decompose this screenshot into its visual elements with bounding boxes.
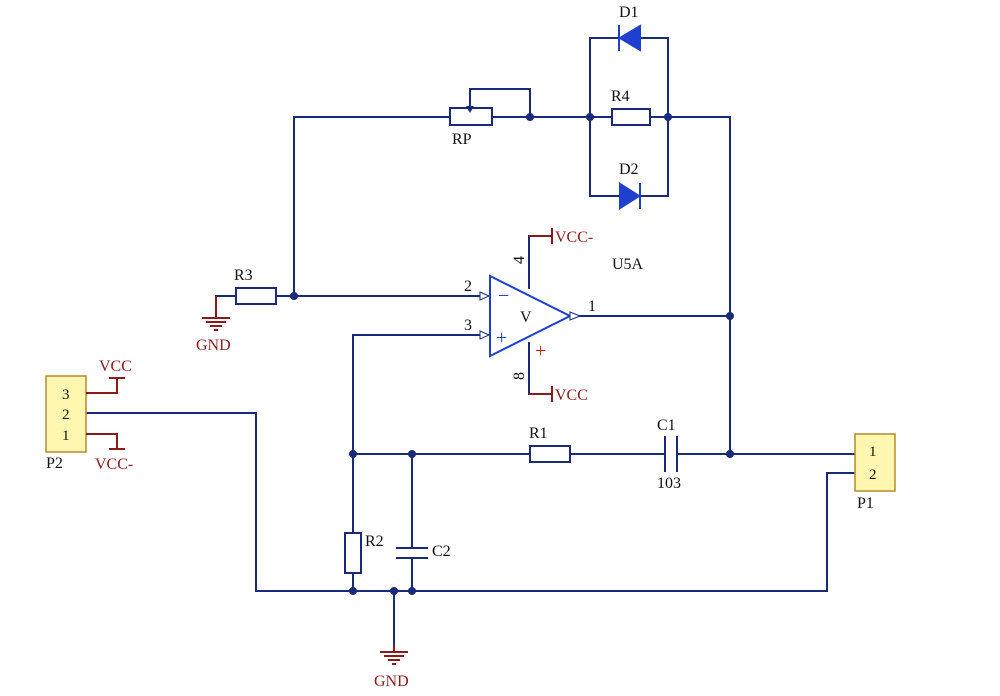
p2-label: P2 xyxy=(46,455,63,472)
power-opamp-top: VCC- xyxy=(529,228,593,246)
r2-label: R2 xyxy=(365,533,384,550)
d2-label: D2 xyxy=(619,161,639,178)
resistor-r2: R2 xyxy=(344,532,384,574)
pin1-label: 1 xyxy=(588,298,596,315)
p2-pin-2: 2 xyxy=(62,407,70,423)
r1-body xyxy=(529,445,571,463)
wire-pin3 xyxy=(352,334,481,455)
r3-body xyxy=(235,287,277,305)
c1-label: C1 xyxy=(657,417,676,434)
junction xyxy=(408,450,416,458)
diode-d2: D2 xyxy=(619,161,641,210)
resistor-rp: RP xyxy=(449,106,493,148)
r1-label: R1 xyxy=(529,425,548,442)
power-opamp-bottom: VCC xyxy=(529,386,588,404)
gnd-bottom: GND xyxy=(374,645,409,690)
opamp-vcc-label: VCC xyxy=(555,387,588,404)
r2-body xyxy=(344,532,362,574)
wire-rp-wiper xyxy=(469,88,531,118)
diode-d1: D1 xyxy=(618,4,641,52)
c2-label: C2 xyxy=(432,543,451,560)
junction xyxy=(290,292,298,300)
p1-label: P1 xyxy=(857,495,874,512)
p1-pin-1: 1 xyxy=(869,444,877,460)
opamp-u5a: − + V + 2 3 1 4 8 U5A xyxy=(464,235,644,395)
opamp-inner-label: V xyxy=(520,309,532,326)
pin3-label: 3 xyxy=(464,317,472,334)
junction xyxy=(408,587,416,595)
d2-icon xyxy=(619,182,641,210)
connector-p1: 1 2 P1 xyxy=(854,433,896,512)
c1-value: 103 xyxy=(657,475,681,492)
resistor-r1: R1 xyxy=(529,425,571,463)
capacitor-c1: C1 103 xyxy=(657,417,681,492)
p2-vcc-label: VCC xyxy=(99,358,132,375)
wire-p1-pin2 xyxy=(826,472,856,592)
gnd-bottom-label: GND xyxy=(374,673,409,690)
opamp-vcc-neg-label: VCC- xyxy=(555,229,593,246)
opamp-triangle-icon xyxy=(489,274,573,358)
p2-vcc-lead xyxy=(86,378,118,394)
p2-pin-1: 1 xyxy=(62,428,70,444)
junction xyxy=(390,587,398,595)
pin4-label: 4 xyxy=(511,256,528,264)
connector-p2: 3 2 1 P2 VCC VCC- xyxy=(45,358,133,473)
p2-body xyxy=(45,375,87,453)
p2-pin-3: 3 xyxy=(62,387,70,403)
wires xyxy=(85,37,856,646)
gnd-left-label: GND xyxy=(196,337,231,354)
capacitor-c2: C2 xyxy=(396,543,451,560)
r3-label: R3 xyxy=(234,267,253,284)
rp-label: RP xyxy=(452,131,472,148)
junction xyxy=(726,312,734,320)
resistor-r4: R4 xyxy=(611,88,651,126)
gnd-left: GND xyxy=(196,296,231,354)
opamp-minus: − xyxy=(498,285,509,307)
opamp-plus: + xyxy=(496,327,507,349)
r4-body xyxy=(611,108,651,126)
junction xyxy=(664,113,672,121)
r4-label: R4 xyxy=(611,88,630,105)
pin8-label: 8 xyxy=(511,372,528,380)
p2-vcc-neg-lead xyxy=(86,433,118,449)
d1-label: D1 xyxy=(619,4,639,21)
pin3-arrow-icon xyxy=(479,330,491,340)
p2-vcc-neg-label: VCC- xyxy=(95,456,133,473)
pin1-arrow-icon xyxy=(569,311,582,321)
junctions xyxy=(290,113,734,595)
junction xyxy=(586,113,594,121)
p1-body xyxy=(854,433,896,492)
wire-p2-pin2 xyxy=(85,412,257,592)
junction xyxy=(349,450,357,458)
d1-icon xyxy=(618,24,641,52)
junction xyxy=(526,113,534,121)
junction xyxy=(726,450,734,458)
pin2-arrow-icon xyxy=(479,291,491,301)
u5a-label: U5A xyxy=(612,256,644,273)
p1-pin-2: 2 xyxy=(869,467,877,483)
rp-wiper-arrow-icon xyxy=(466,106,474,113)
junction xyxy=(349,587,357,595)
opamp-plus-red: + xyxy=(535,340,546,362)
pin2-label: 2 xyxy=(464,278,472,295)
resistor-r3: R3 xyxy=(234,267,277,305)
